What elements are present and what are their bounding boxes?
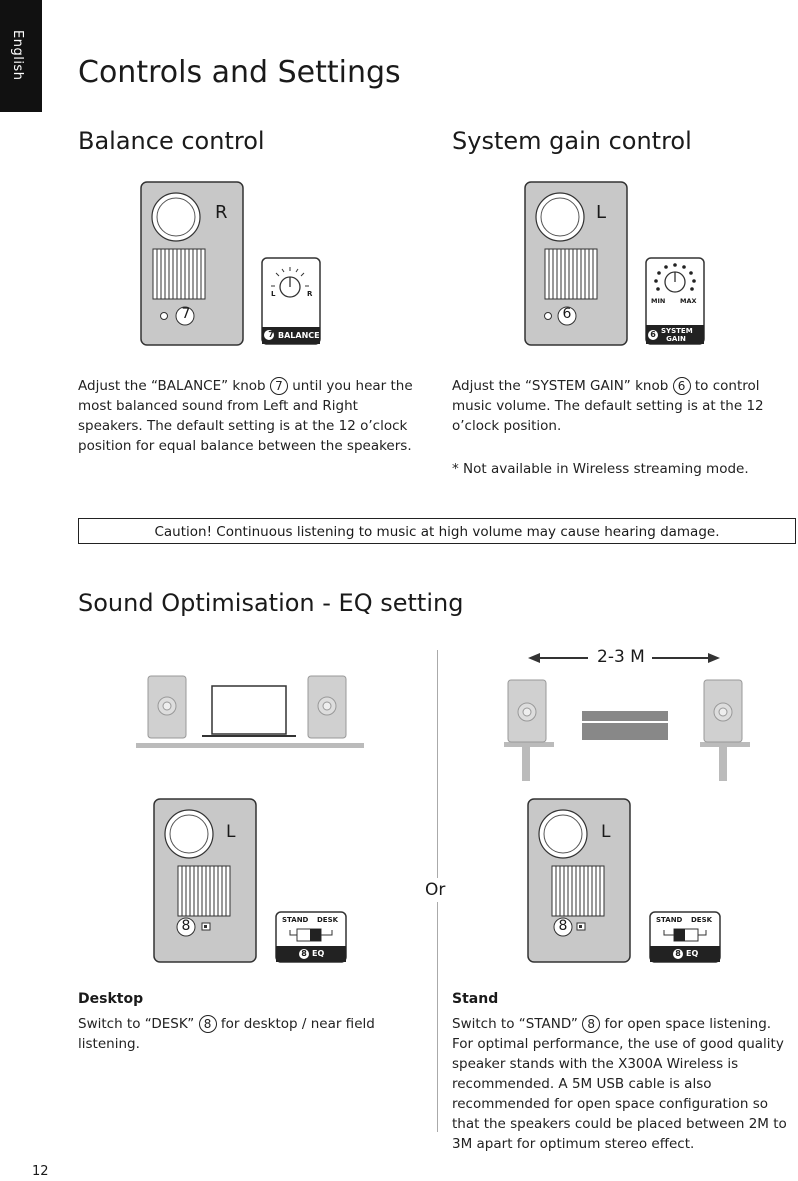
balance-knob-right: R	[307, 290, 313, 298]
page-title: Controls and Settings	[78, 55, 401, 90]
stand-switch-desk: DESK	[691, 916, 713, 924]
gain-badge-line2: GAIN	[666, 335, 686, 343]
desktop-badge-number: 8	[299, 949, 309, 959]
desktop-switch-desk: DESK	[317, 916, 339, 924]
gain-knob-number: 6	[562, 306, 572, 322]
balance-knob-number: 7	[181, 306, 191, 322]
or-label: Or	[425, 878, 446, 902]
gain-knob-min: MIN	[651, 297, 666, 305]
gain-badge-text: SYSTEM GAIN	[661, 327, 693, 343]
balance-text-knob-ref: 7	[269, 377, 288, 395]
stand-label: Stand	[452, 991, 499, 1007]
stand-badge-number: 8	[673, 949, 683, 959]
gain-heading: System gain control	[452, 127, 692, 155]
distance-label: 2-3 M	[597, 647, 645, 667]
stand-text-part1: Switch to “STAND”	[452, 1016, 578, 1032]
desktop-switch-stand: STAND	[282, 916, 309, 924]
balance-speaker-illustration	[140, 181, 321, 346]
desktop-switch-number: 8	[181, 918, 191, 934]
page-number: 12	[32, 1164, 49, 1179]
language-label: English	[10, 30, 25, 81]
desktop-label: Desktop	[78, 991, 144, 1007]
eq-heading: Sound Optimisation - EQ setting	[78, 589, 464, 617]
desktop-description: Switch to “DESK” 8 for desktop / near fi…	[78, 1014, 398, 1054]
balance-knob-left: L	[271, 290, 276, 298]
balance-badge-text: BALANCE	[278, 331, 320, 340]
balance-description: Adjust the “BALANCE” knob 7 until you he…	[78, 376, 423, 456]
caution-box: Caution! Continuous listening to music a…	[78, 518, 796, 544]
stand-text-part2: for open space listening. For optimal pe…	[452, 1016, 787, 1152]
gain-badge-line1: SYSTEM	[661, 327, 693, 335]
balance-text-part1: Adjust the “BALANCE” knob	[78, 378, 266, 394]
balance-badge-number: 7	[268, 330, 274, 339]
gain-text-part1: Adjust the “SYSTEM GAIN” knob	[452, 378, 669, 394]
balance-heading: Balance control	[78, 127, 265, 155]
stand-speaker-illustration	[527, 798, 721, 963]
stand-description: Switch to “STAND” 8 for open space liste…	[452, 1014, 796, 1154]
desktop-badge-text: EQ	[312, 949, 325, 958]
gain-note: * Not available in Wireless streaming mo…	[452, 461, 749, 477]
stand-badge-text: EQ	[686, 949, 699, 958]
gain-speaker-illustration	[524, 181, 705, 346]
gain-badge-number: 6	[650, 330, 656, 339]
balance-text-part2: until you hear the most balanced sound f…	[78, 378, 413, 454]
gain-text-knob-ref: 6	[672, 377, 691, 395]
stand-switch-stand: STAND	[656, 916, 683, 924]
desktop-speaker-illustration	[153, 798, 347, 963]
desktop-speaker-letter: L	[226, 822, 236, 842]
desktop-text-part1: Switch to “DESK”	[78, 1016, 195, 1032]
desktop-setup-illustration	[136, 675, 364, 748]
balance-speaker-letter: R	[215, 202, 228, 223]
stand-switch-number: 8	[558, 918, 568, 934]
gain-knob-max: MAX	[680, 297, 697, 305]
desktop-text-switch-ref: 8	[198, 1015, 217, 1033]
desktop-text-part2: for desktop / near field listening.	[78, 1016, 375, 1052]
gain-text-part2: to control music volume. The default set…	[452, 378, 764, 434]
stand-text-switch-ref: 8	[582, 1015, 601, 1033]
stand-setup-illustration	[504, 653, 750, 781]
stand-speaker-letter: L	[601, 822, 611, 842]
gain-description: Adjust the “SYSTEM GAIN” knob 6 to contr…	[452, 376, 797, 436]
language-tab: English	[0, 0, 42, 112]
gain-speaker-letter: L	[596, 202, 607, 223]
